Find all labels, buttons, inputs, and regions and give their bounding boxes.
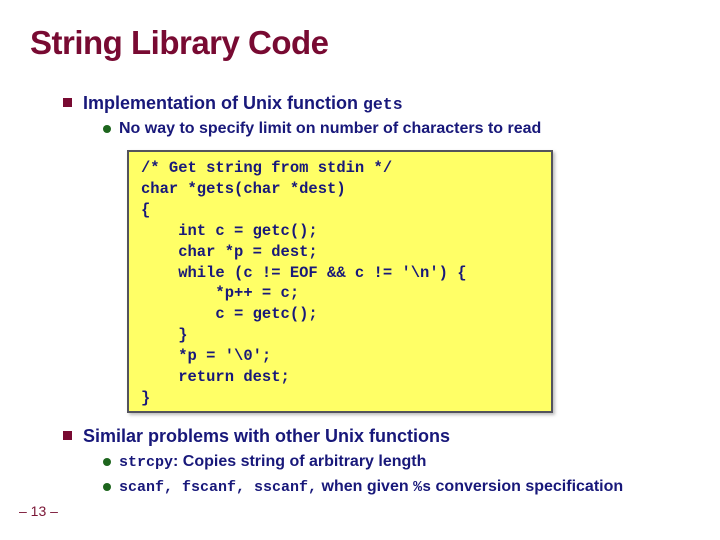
circle-bullet-icon (103, 458, 111, 466)
scanf-functions-code-term: scanf, fscanf, sscanf, (119, 479, 318, 496)
subbullet-strcpy-text: strcpy: Copies string of arbitrary lengt… (119, 453, 426, 471)
square-bullet-icon (63, 431, 72, 440)
strcpy-code-term: strcpy (119, 454, 174, 471)
circle-bullet-icon (103, 125, 111, 133)
code-block-gets-implementation: /* Get string from stdin */ char *gets(c… (127, 150, 553, 413)
percent-s-code-term: %s (413, 479, 432, 496)
subbullet-scanf: scanf, fscanf, sscanf, when given %s con… (103, 478, 623, 496)
scanf-description-mid: when given (317, 478, 414, 495)
scanf-description-end: conversion specification (431, 478, 624, 495)
bullet-similar-problems: Similar problems with other Unix functio… (63, 426, 450, 447)
strcpy-description: : Copies string of arbitrary length (173, 453, 427, 470)
heading-text: Implementation of Unix function (83, 93, 363, 113)
subbullet-strcpy: strcpy: Copies string of arbitrary lengt… (103, 453, 426, 471)
subbullet-no-limit-text: No way to specify limit on number of cha… (119, 120, 542, 137)
page-number: – 13 – (19, 503, 58, 519)
bullet-similar-problems-text: Similar problems with other Unix functio… (83, 426, 451, 446)
circle-bullet-icon (103, 483, 111, 491)
subbullet-scanf-text: scanf, fscanf, sscanf, when given %s con… (119, 478, 623, 496)
bullet-implementation-text: Implementation of Unix function gets (83, 93, 403, 115)
bullet-implementation-gets: Implementation of Unix function gets (63, 93, 403, 115)
gets-code-term: gets (363, 95, 403, 114)
subbullet-no-limit: No way to specify limit on number of cha… (103, 120, 541, 138)
slide-title: String Library Code (30, 24, 329, 61)
square-bullet-icon (63, 98, 72, 107)
